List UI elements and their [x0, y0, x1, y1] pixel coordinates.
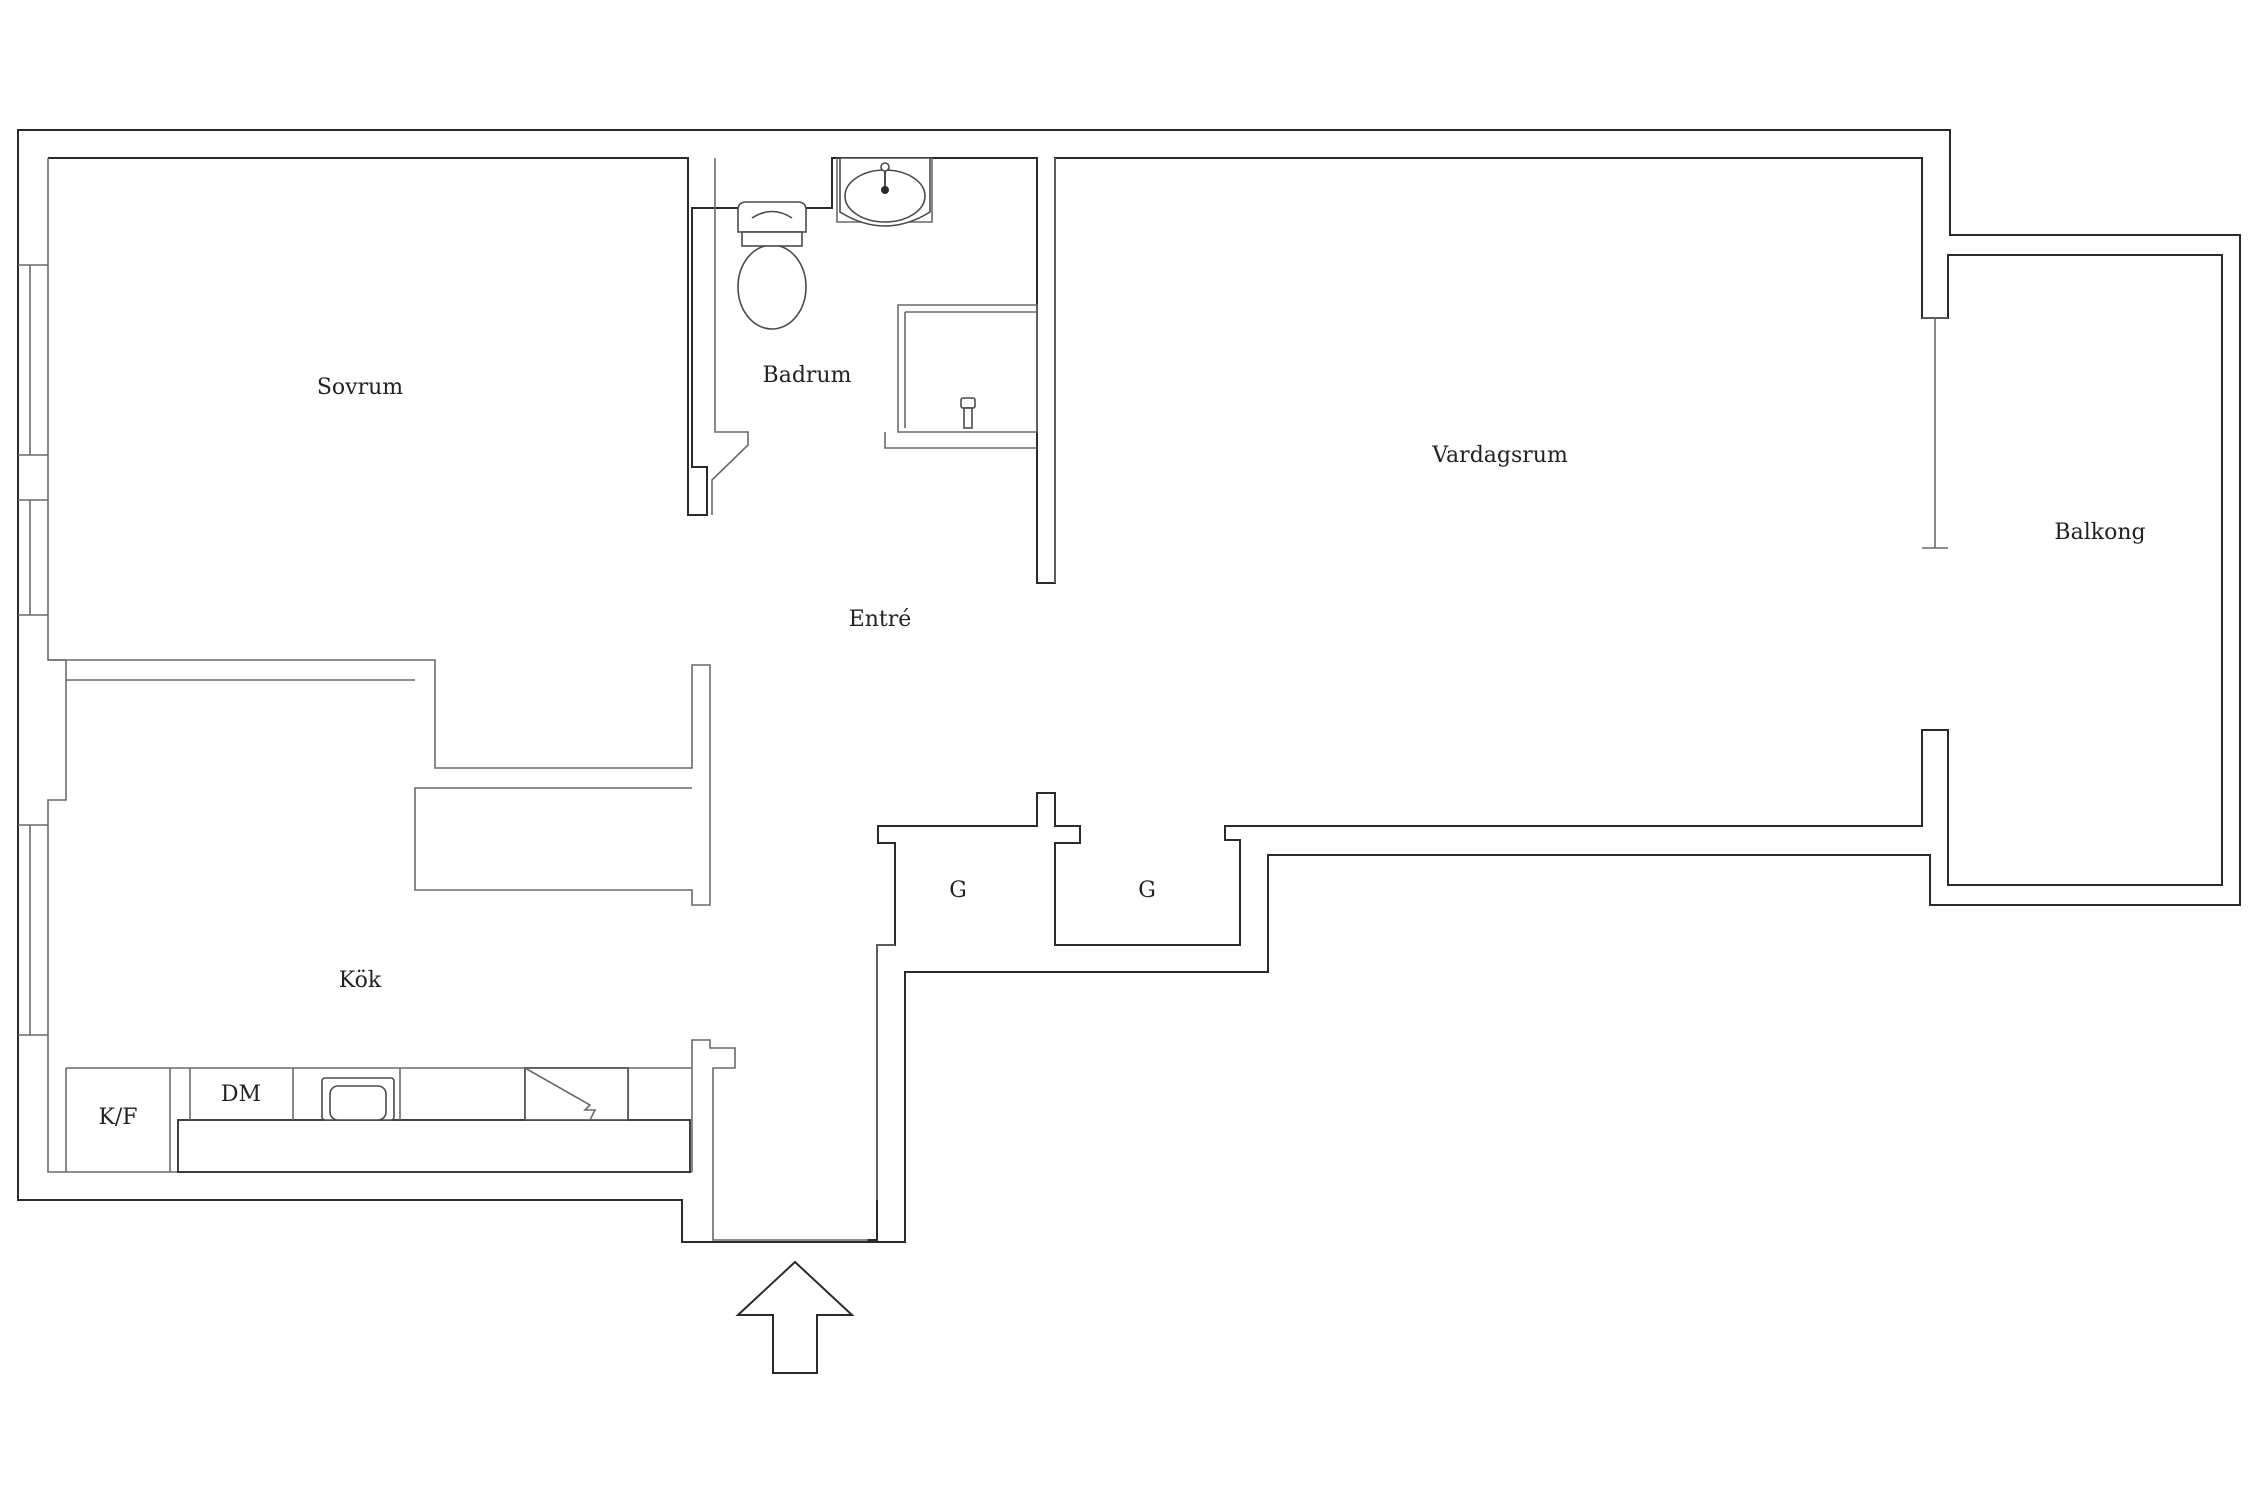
room-label-vardagsrum: Vardagsrum	[1431, 443, 1568, 468]
room-label-entre: Entré	[849, 607, 912, 632]
room-label-balkong: Balkong	[2054, 520, 2145, 545]
interior-walls	[18, 158, 1948, 1241]
room-label-sovrum: Sovrum	[317, 375, 403, 400]
room-label-badrum: Badrum	[763, 363, 852, 388]
shower-icon	[960, 397, 976, 429]
sink-icon	[839, 157, 931, 227]
room-label-garderob-2: G	[1138, 878, 1156, 903]
toilet-icon	[737, 201, 807, 330]
room-label-garderob-1: G	[949, 878, 967, 903]
outer-walls	[17, 129, 2241, 1243]
appliance-label-fridge-freezer: K/F	[98, 1105, 137, 1130]
room-label-kok: Kök	[339, 968, 382, 993]
stove-icon	[524, 1067, 629, 1121]
entrance-arrow-icon	[735, 1260, 855, 1374]
appliance-label-dishwasher: DM	[221, 1082, 261, 1107]
kitchen-sink-icon	[321, 1077, 395, 1121]
